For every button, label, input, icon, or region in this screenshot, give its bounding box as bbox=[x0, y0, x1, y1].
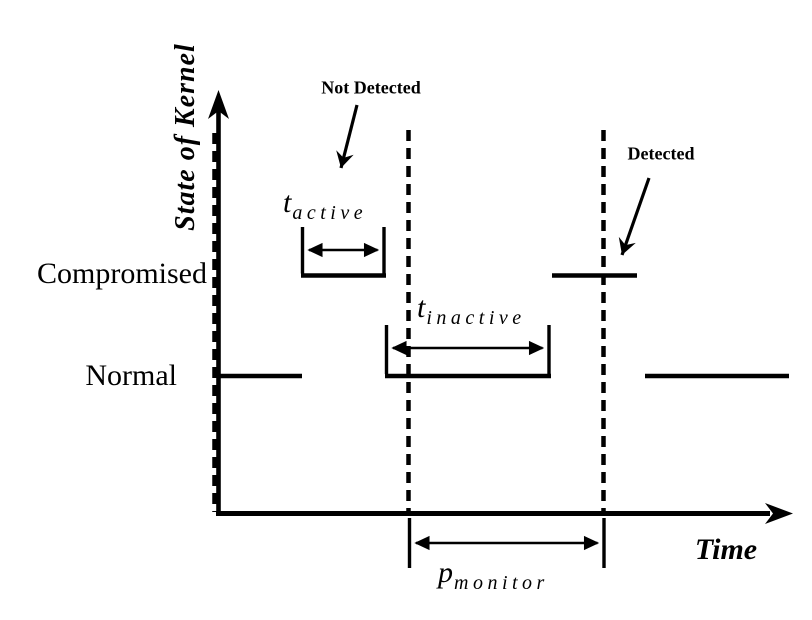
p-monitor-subscript: monitor bbox=[454, 572, 549, 594]
t-active-measure bbox=[300, 227, 386, 274]
t-inactive-subscript: inactive bbox=[426, 307, 526, 329]
y-axis-arrowhead-icon bbox=[208, 90, 229, 119]
t-active-base: t bbox=[283, 186, 292, 219]
y-axis-title: State of Kernel bbox=[170, 43, 201, 231]
monitor-check-lines bbox=[212, 130, 606, 512]
p-monitor-base: p bbox=[438, 556, 453, 589]
t-inactive-measure bbox=[384, 325, 551, 374]
normal-state-label: Normal bbox=[85, 359, 177, 392]
t-active-label: tactive bbox=[283, 186, 368, 224]
callout-arrows bbox=[336, 104, 651, 256]
detected-arrow-icon bbox=[618, 177, 651, 256]
not-detected-arrow-icon bbox=[336, 104, 359, 169]
t-inactive-label: tinactive bbox=[417, 291, 526, 329]
p-monitor-measure bbox=[407, 518, 606, 568]
detected-callout: Detected bbox=[627, 143, 695, 164]
compromised-state-label: Compromised bbox=[37, 257, 207, 290]
axes bbox=[208, 90, 793, 524]
x-axis-title: Time bbox=[694, 533, 758, 566]
not-detected-callout: Not Detected bbox=[321, 77, 421, 98]
t-inactive-base: t bbox=[417, 291, 426, 324]
x-axis-arrowhead-icon bbox=[765, 503, 793, 524]
t-active-subscript: active bbox=[292, 202, 368, 224]
p-monitor-label: pmonitor bbox=[438, 556, 549, 594]
state-segments bbox=[218, 273, 789, 379]
